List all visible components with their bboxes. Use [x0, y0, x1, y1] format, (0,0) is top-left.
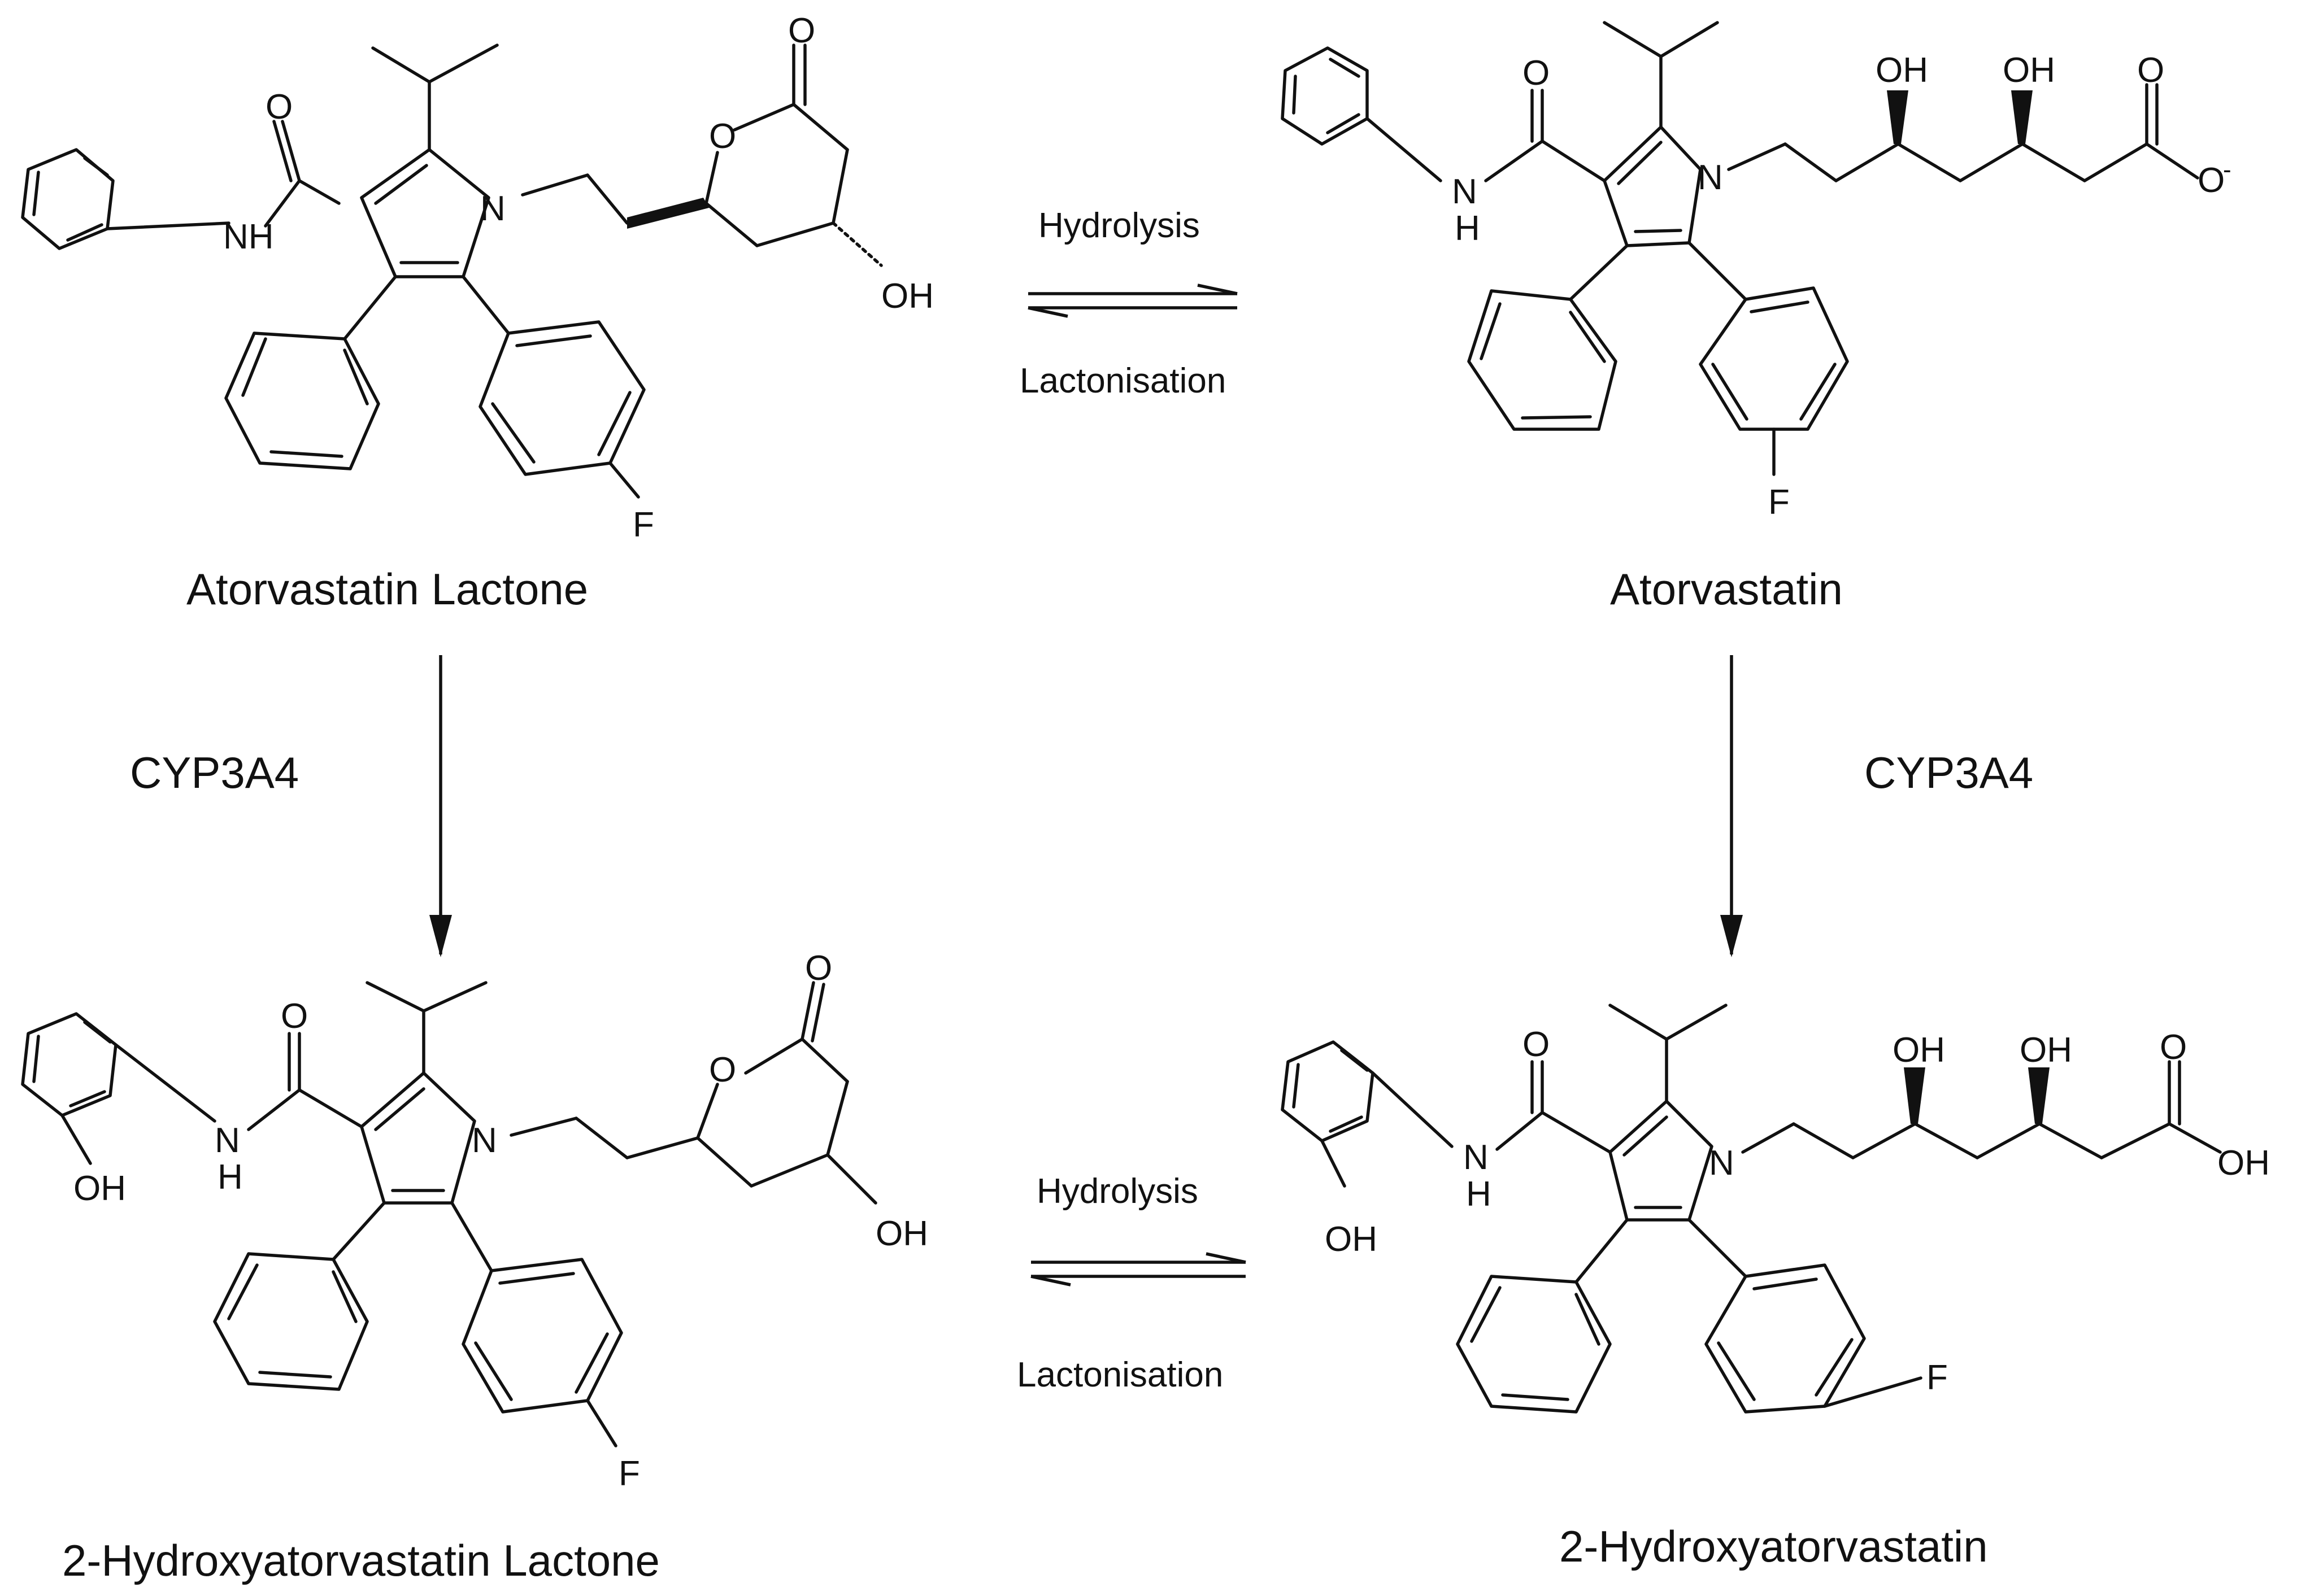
c3-phenyl-ring-2 — [1467, 289, 1617, 431]
c3-phenyl-ring-3 — [213, 1252, 369, 1391]
fluorine-label-2: F — [1768, 483, 1790, 522]
carboxyl-oxygen-2: O — [2137, 51, 2164, 90]
atorvastatin-structure: N H O N F OH OH — [1281, 21, 2231, 522]
amide-oxygen-2: O — [1522, 54, 1550, 93]
nh-label-4: N — [1463, 1138, 1489, 1177]
pyrrole-n-2: N — [1698, 158, 1723, 197]
right-cyp3a4-arrow: CYP3A4 — [1720, 655, 2033, 957]
pyrrole-n-4: N — [1709, 1144, 1734, 1183]
carboxyl-oxygen-4: O — [2160, 1028, 2187, 1067]
lactone-carbonyl-oxygen-3: O — [805, 949, 832, 988]
lactone-carbonyl-oxygen: O — [788, 11, 815, 50]
hydroxyl-label-4b: OH — [2020, 1031, 2072, 1070]
atorvastatin-label: Atorvastatin — [1610, 564, 1843, 614]
carboxylate-oxygen: O — [2198, 161, 2225, 200]
lactonisation-label-bottom: Lactonisation — [1017, 1355, 1223, 1394]
pyrrole-ring — [360, 148, 490, 278]
carboxylic-oh-4: OH — [2217, 1144, 2270, 1183]
c3-phenyl-ring — [224, 332, 380, 470]
hydroxy-atorvastatin-label: 2-Hydroxyatorvastatin — [1559, 1521, 1988, 1571]
hydroxyl-label-3: OH — [876, 1214, 928, 1253]
nh-label-2: N — [1452, 172, 1477, 211]
fluorophenyl-ring-3 — [462, 1258, 623, 1414]
nh-label-3: N — [215, 1121, 240, 1160]
fluorine-label-3: F — [619, 1454, 640, 1493]
lactonisation-label-top: Lactonisation — [1020, 361, 1226, 400]
fluorine-label-4: F — [1926, 1358, 1948, 1397]
atorvastatin-lactone-structure: NH O N F — [21, 11, 934, 544]
fluorine-label: F — [633, 505, 654, 544]
hydroxy-lactone-label: 2-Hydroxyatorvastatin Lactone — [62, 1536, 660, 1585]
hydroxyl-label: OH — [881, 277, 934, 316]
hydroxyphenyl-ring-4 — [1281, 1040, 1374, 1143]
fluorophenyl-ring — [478, 320, 646, 476]
pyrrole-ring-3 — [360, 1071, 476, 1205]
left-cyp3a4-arrow: CYP3A4 — [130, 655, 452, 957]
hydroxyl-label-2a: OH — [1876, 51, 1928, 90]
negative-charge: - — [2223, 156, 2231, 184]
pyrrole-ring-2 — [1603, 125, 1702, 247]
pyrrole-ring-4 — [1608, 1100, 1713, 1222]
amide-oxygen: O — [266, 88, 293, 127]
atorvastatin-lactone-label: Atorvastatin Lactone — [186, 564, 588, 614]
hydroxyl-label-4a: OH — [1893, 1031, 1945, 1070]
hydrolysis-label-bottom: Hydrolysis — [1037, 1172, 1198, 1211]
pyrrole-n-3: N — [472, 1121, 497, 1160]
cyp3a4-label-right: CYP3A4 — [1864, 748, 2033, 797]
lactone-ring-oxygen: O — [709, 117, 736, 156]
phenol-oh-4: OH — [1325, 1220, 1377, 1259]
h-label-4: H — [1466, 1175, 1491, 1214]
amide-oxygen-3: O — [281, 997, 308, 1036]
amide-oxygen-4: O — [1522, 1025, 1550, 1064]
bottom-equilibrium-arrows: Hydrolysis Lactonisation — [1017, 1172, 1246, 1394]
cyp3a4-label-left: CYP3A4 — [130, 748, 299, 797]
pyrrole-n: N — [480, 189, 506, 228]
fluorophenyl-ring-4 — [1704, 1263, 1866, 1414]
phenol-oh-3: OH — [73, 1169, 126, 1208]
hydroxyl-label-2b: OH — [2003, 51, 2055, 90]
lactone-ring-oxygen-3: O — [709, 1050, 736, 1089]
hydroxy-atorvastatin-structure: OH N H O N F OH OH — [1281, 1004, 2270, 1414]
top-equilibrium-arrows: Hydrolysis Lactonisation — [1020, 206, 1238, 400]
hydroxy-lactone-structure: OH N H O N F O — [21, 949, 928, 1493]
h-label-3: H — [217, 1158, 243, 1197]
fluorophenyl-ring-2 — [1699, 286, 1849, 431]
h-label-2: H — [1455, 209, 1480, 248]
c3-phenyl-ring-4 — [1456, 1275, 1612, 1414]
hydroxyphenyl-ring-3 — [21, 1012, 118, 1117]
hydrolysis-label-top: Hydrolysis — [1038, 206, 1200, 245]
